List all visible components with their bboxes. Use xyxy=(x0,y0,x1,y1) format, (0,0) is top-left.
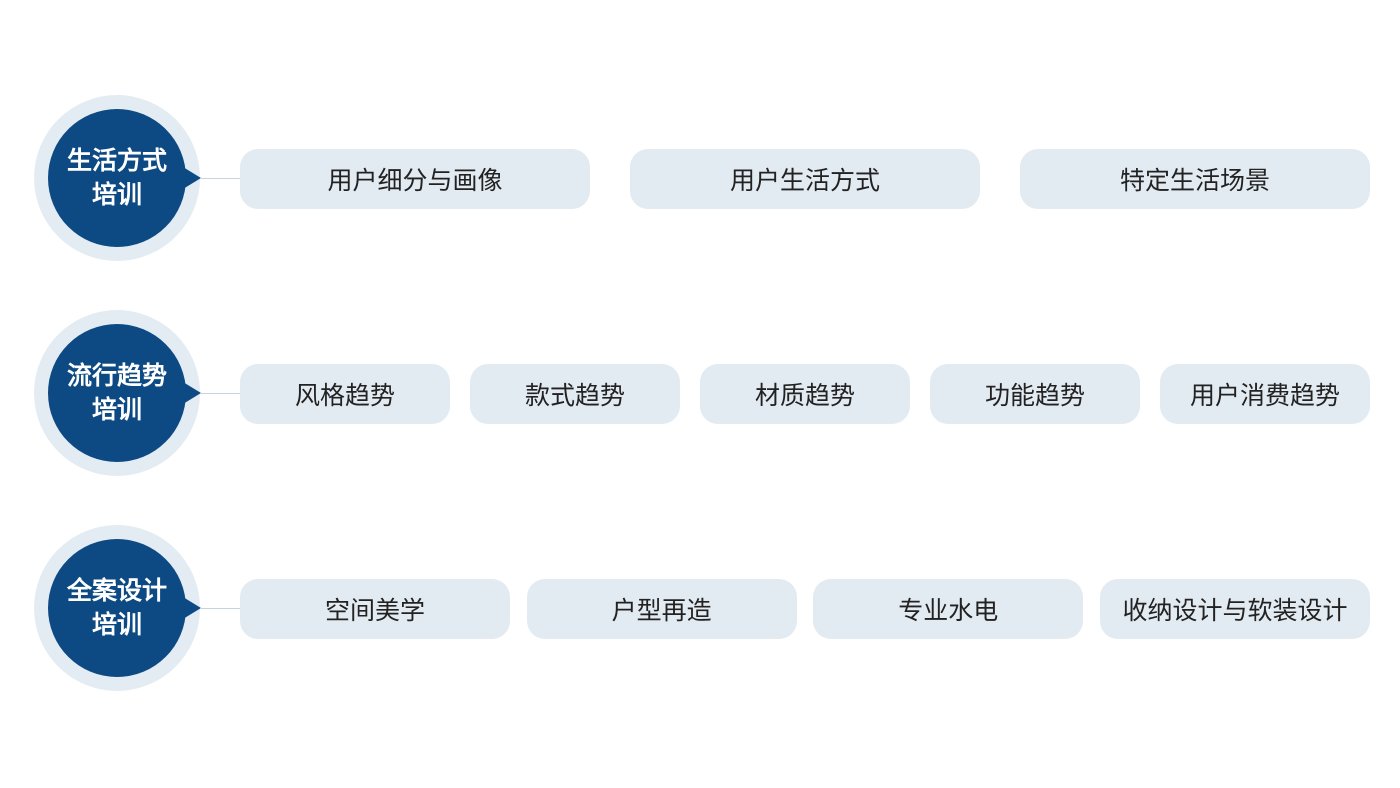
connector-line xyxy=(200,608,240,609)
row-trend-training: 流行趋势 培训 风格趋势 款式趋势 材质趋势 功能趋势 用户消费趋势 xyxy=(0,310,1400,480)
topic-pill[interactable]: 风格趋势 xyxy=(240,364,450,424)
pointer-arrow-icon xyxy=(183,382,201,404)
row-lifestyle-training: 生活方式 培训 用户细分与画像 用户生活方式 特定生活场景 xyxy=(0,95,1400,265)
pointer-arrow-icon xyxy=(183,597,201,619)
row-full-design-training: 全案设计 培训 空间美学 户型再造 专业水电 收纳设计与软装设计 xyxy=(0,525,1400,695)
connector-line xyxy=(200,393,240,394)
category-title-line2: 培训 xyxy=(91,610,142,639)
category-circle-ring: 全案设计 培训 xyxy=(34,525,200,691)
topic-pill[interactable]: 用户细分与画像 xyxy=(240,149,590,209)
category-circle: 流行趋势 培训 xyxy=(48,324,186,462)
category-circle-ring: 流行趋势 培训 xyxy=(34,310,200,476)
category-circle: 全案设计 培训 xyxy=(48,539,186,677)
category-circle-ring: 生活方式 培训 xyxy=(34,95,200,261)
topic-pill[interactable]: 用户消费趋势 xyxy=(1160,364,1370,424)
connector-line xyxy=(200,178,240,179)
topic-pill[interactable]: 用户生活方式 xyxy=(630,149,980,209)
category-title-line2: 培训 xyxy=(91,395,142,424)
topic-pill[interactable]: 特定生活场景 xyxy=(1020,149,1370,209)
topic-list: 风格趋势 款式趋势 材质趋势 功能趋势 用户消费趋势 xyxy=(240,364,1370,424)
topic-pill[interactable]: 收纳设计与软装设计 xyxy=(1099,579,1370,639)
topic-pill[interactable]: 空间美学 xyxy=(240,579,510,639)
topic-pill[interactable]: 功能趋势 xyxy=(930,364,1140,424)
category-circle: 生活方式 培训 xyxy=(48,109,186,247)
topic-list: 空间美学 户型再造 专业水电 收纳设计与软装设计 xyxy=(240,579,1370,639)
topic-pill[interactable]: 户型再造 xyxy=(526,579,797,639)
category-title-line1: 流行趋势 xyxy=(66,361,167,390)
category-title-line1: 全案设计 xyxy=(66,576,167,605)
category-title-line2: 培训 xyxy=(91,180,142,209)
topic-pill[interactable]: 款式趋势 xyxy=(470,364,680,424)
topic-list: 用户细分与画像 用户生活方式 特定生活场景 xyxy=(240,149,1370,209)
topic-pill[interactable]: 专业水电 xyxy=(813,579,1084,639)
category-title-line1: 生活方式 xyxy=(66,146,167,175)
topic-pill[interactable]: 材质趋势 xyxy=(700,364,910,424)
pointer-arrow-icon xyxy=(183,167,201,189)
